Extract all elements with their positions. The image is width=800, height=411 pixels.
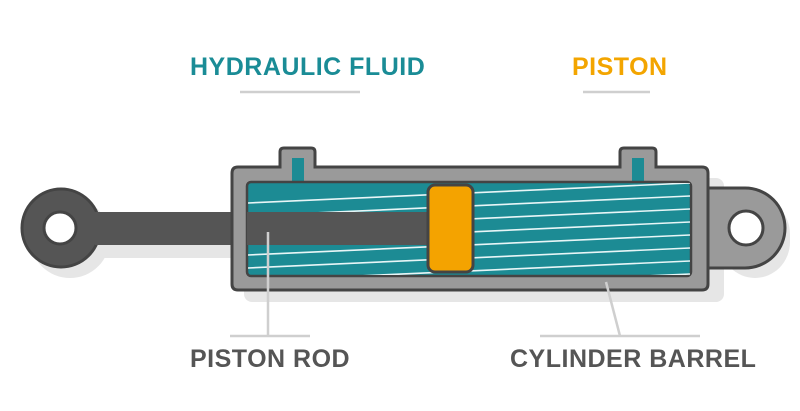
- right-port: [632, 158, 644, 184]
- leader-lines: [230, 90, 700, 338]
- label-piston-rod: PISTON ROD: [190, 345, 351, 373]
- left-port: [292, 158, 304, 184]
- label-cylinder-barrel: CYLINDER BARREL: [510, 345, 757, 373]
- piston-rod: [247, 212, 432, 245]
- label-piston: PISTON: [572, 53, 668, 81]
- piston-rod-external: [95, 212, 240, 245]
- rod-eye-hole: [42, 210, 78, 246]
- label-hydraulic-fluid: HYDRAULIC FLUID: [190, 53, 426, 81]
- piston: [426, 183, 475, 274]
- right-mount-hole: [727, 209, 765, 247]
